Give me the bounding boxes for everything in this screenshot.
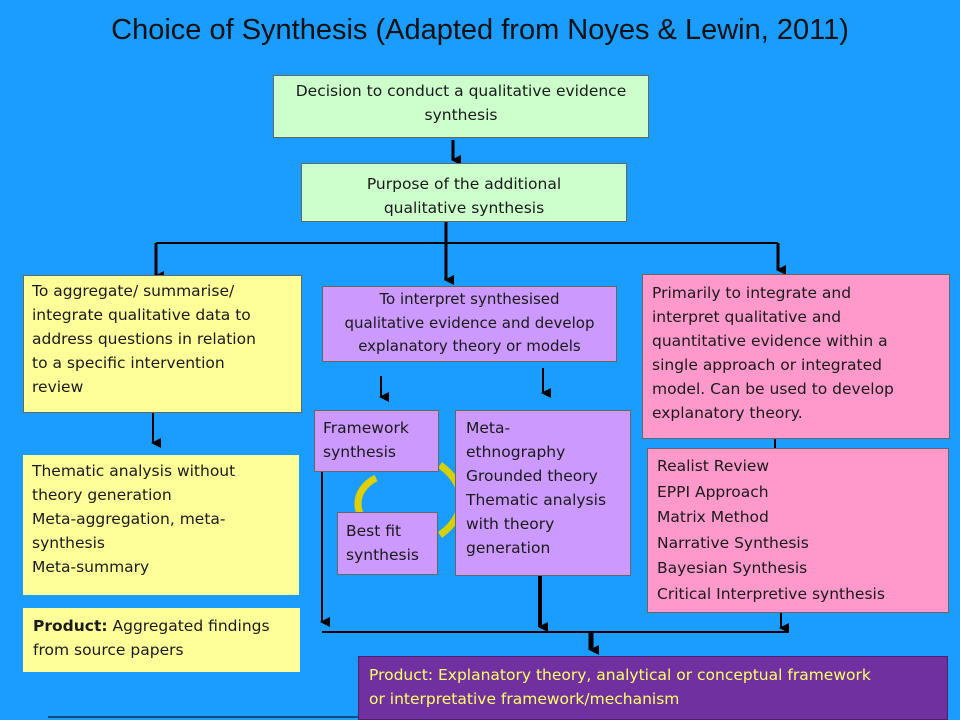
bestfit-box: Best fit synthesis [337,512,438,575]
aggregate-line-1: To aggregate/ summarise/ [32,282,235,300]
purpose-box: Purpose of the additional qualitative sy… [301,163,627,222]
purpose-line-1: Purpose of the additional [366,175,562,193]
meta-line-3: Grounded theory [466,467,598,485]
product-label: Product: [33,617,108,635]
meta-line-2: ethnography [466,443,566,461]
framework-line-2: synthesis [323,443,396,461]
integrate-line-5: model. Can be used to develop [652,380,894,398]
realist-line-3: Matrix Method [657,508,769,526]
interpret-line-3: explanatory theory or models [358,337,581,355]
realist-line-1: Realist Review [657,457,770,475]
product-aggregated-text-1: Aggregated findings [107,617,270,635]
integrate-box: Primarily to integrate and interpret qua… [642,274,950,439]
aggregate-line-3: address questions in relation [32,330,256,348]
integrate-line-6: explanatory theory. [652,404,803,422]
product-explanatory-line-1: Product: Explanatory theory, analytical … [369,666,871,684]
meta-box: Meta- ethnography Grounded theory Themat… [455,410,631,576]
interpret-box: To interpret synthesised qualitative evi… [322,286,617,362]
realist-box: Realist Review EPPI Approach Matrix Meth… [647,448,949,613]
thematic-line-4: synthesis [32,534,105,552]
decision-box: Decision to conduct a qualitative eviden… [273,75,649,138]
decision-line-2: synthesis [424,106,498,124]
meta-line-4: Thematic analysis [466,491,607,509]
framework-box: Framework synthesis [314,410,439,472]
product-aggregated-line-2: from source papers [33,641,184,659]
realist-line-6: Critical Interpretive synthesis [657,584,885,603]
bestfit-line-1: Best fit [346,522,402,540]
realist-line-4: Narrative Synthesis [657,533,809,552]
thematic-line-2: theory generation [32,486,172,504]
thematic-box: Thematic analysis without theory generat… [23,455,299,595]
thematic-line-1: Thematic analysis without [32,462,236,480]
aggregate-line-5: review [32,378,84,396]
bestfit-line-2: synthesis [346,546,419,564]
product-aggregated-line-1: Product: Aggregated findings [33,614,290,638]
aggregate-line-4: to a specific intervention [32,354,225,372]
integrate-line-1: Primarily to integrate and [652,284,852,302]
purpose-line-2: qualitative synthesis [383,199,545,217]
aggregate-box: To aggregate/ summarise/ integrate quali… [23,275,302,413]
diagram-title: Choice of Synthesis (Adapted from Noyes … [111,14,849,46]
interpret-line-2: qualitative evidence and develop [344,313,595,332]
meta-line-1: Meta- [466,419,511,437]
integrate-line-4: single approach or integrated [652,356,882,374]
product-explanatory-line-2: or interpretative framework/mechanism [369,690,680,708]
interpret-line-1: To interpret synthesised [379,290,560,308]
aggregate-line-2: integrate qualitative data to [32,306,251,324]
framework-line-1: Framework [323,419,409,437]
realist-line-2: EPPI Approach [657,482,769,501]
thematic-line-5: Meta-summary [32,558,150,576]
meta-line-5: with theory [466,515,555,533]
product-aggregated-box: Product: Aggregated findings from source… [23,608,300,672]
integrate-line-2: interpret qualitative and [652,308,842,326]
integrate-line-3: quantitative evidence within a [652,332,888,350]
product-explanatory-box: Product: Explanatory theory, analytical … [358,656,948,720]
meta-line-6: generation [466,539,551,557]
realist-line-5: Bayesian Synthesis [657,559,808,577]
thematic-line-3: Meta-aggregation, meta- [32,510,226,528]
decision-line-1: Decision to conduct a qualitative eviden… [295,82,627,100]
